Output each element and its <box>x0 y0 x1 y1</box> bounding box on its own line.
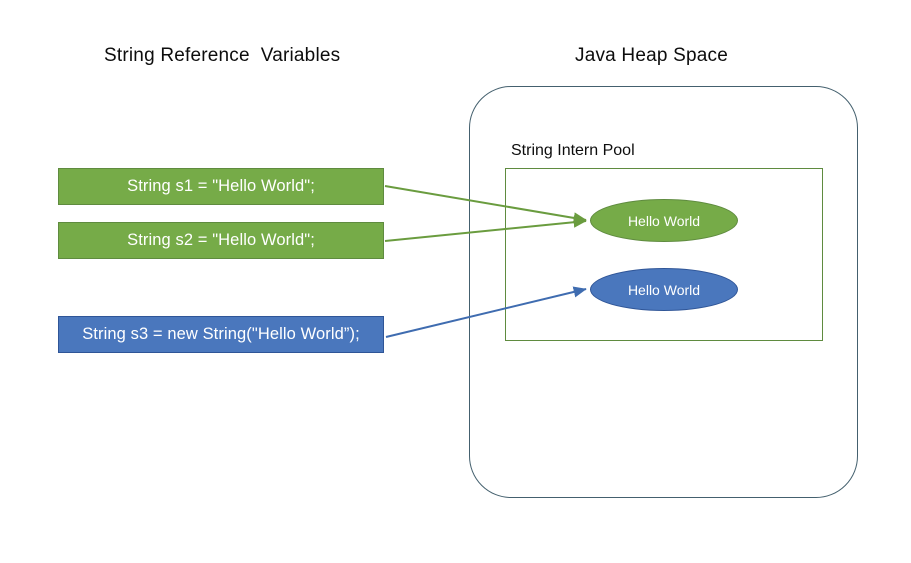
variable-box-s1: String s1 = "Hello World"; <box>58 168 384 205</box>
heap-object-new-string: Hello World <box>590 268 738 311</box>
string-intern-pool-label: String Intern Pool <box>511 142 635 159</box>
variable-box-s3: String s3 = new String("Hello World”); <box>58 316 384 353</box>
section-title-java-heap-space: Java Heap Space <box>575 45 728 66</box>
string-intern-pool-box <box>505 168 823 341</box>
section-title-string-reference-variables: String Reference Variables <box>104 45 341 66</box>
heap-object-interned-string: Hello World <box>590 199 738 242</box>
variable-box-s2: String s2 = "Hello World"; <box>58 222 384 259</box>
